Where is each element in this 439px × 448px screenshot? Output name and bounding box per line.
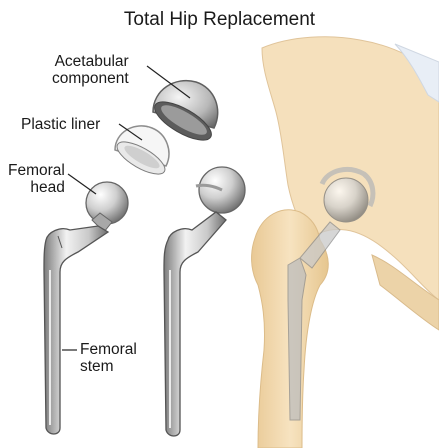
femoral-stem-assembled [164,167,245,436]
label-acetabular-line2: component [52,70,129,87]
plastic-liner [113,126,170,180]
leader-head [68,174,96,194]
label-plastic-liner: Plastic liner [21,116,100,133]
femoral-stem-exploded [44,182,128,434]
label-femoral-stem: Femoral stem [80,341,137,375]
label-femoral-head-line2: head [8,179,65,196]
label-femoral-stem-line2: stem [80,358,137,375]
label-femoral-stem-line1: Femoral [80,341,137,358]
label-acetabular-component: Acetabular component [52,53,129,87]
label-acetabular-line1: Acetabular [52,53,129,70]
label-femoral-head: Femoral head [8,162,65,196]
label-femoral-head-line1: Femoral [8,162,65,179]
